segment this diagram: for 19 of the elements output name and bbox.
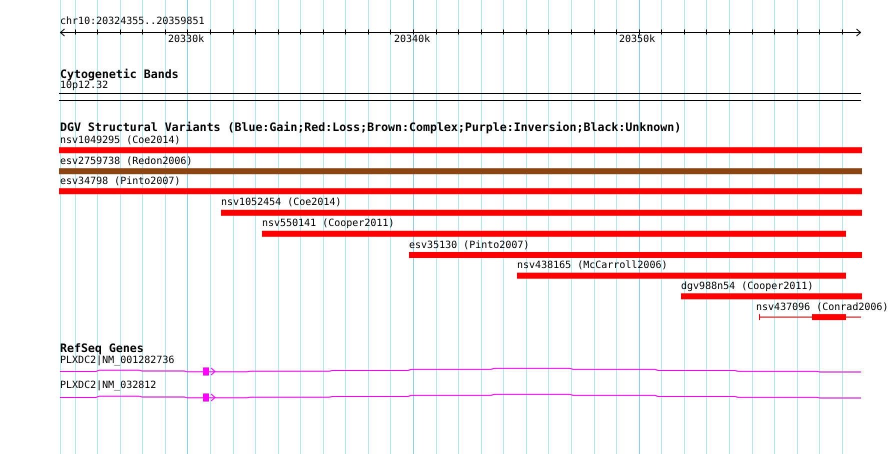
- axis-tick-label: 20330k: [168, 34, 204, 46]
- variant-label: esv35130 (Pinto2007): [409, 240, 530, 252]
- variant-label: nsv1052454 (Coe2014): [221, 197, 342, 210]
- variant-label: nsv437096 (Conrad2006): [756, 302, 888, 314]
- gene-label: PLXDC2|NM_032812: [60, 380, 156, 392]
- track-title: Cytogenetic Bands: [60, 68, 179, 80]
- track-title: DGV Structural Variants (Blue:Gain;Red:Loss;Brown:Complex;Purple:Inversion;Black:Unknown): [60, 120, 682, 134]
- variant-label: nsv438165 (McCarroll2006): [517, 260, 668, 272]
- gene-label: PLXDC2|NM_001282736: [60, 354, 174, 367]
- axis-tick-label: 20340k: [394, 34, 430, 46]
- variant-label: dgv988n54 (Cooper2011): [681, 280, 814, 293]
- variant-label: esv34798 (Pinto2007): [60, 176, 180, 188]
- variant-label: nsv550141 (Cooper2011): [262, 218, 394, 230]
- coordinate-range: chr10:20324355..20359851: [60, 16, 204, 28]
- variant-label: nsv1049295 (Coe2014): [60, 134, 180, 147]
- band-label: 10p12.32: [60, 80, 108, 92]
- axis-tick-label: 20350k: [619, 34, 656, 46]
- track-title: RefSeq Genes: [60, 342, 144, 356]
- variant-label: esv2759738 (Redon2006): [60, 156, 192, 168]
